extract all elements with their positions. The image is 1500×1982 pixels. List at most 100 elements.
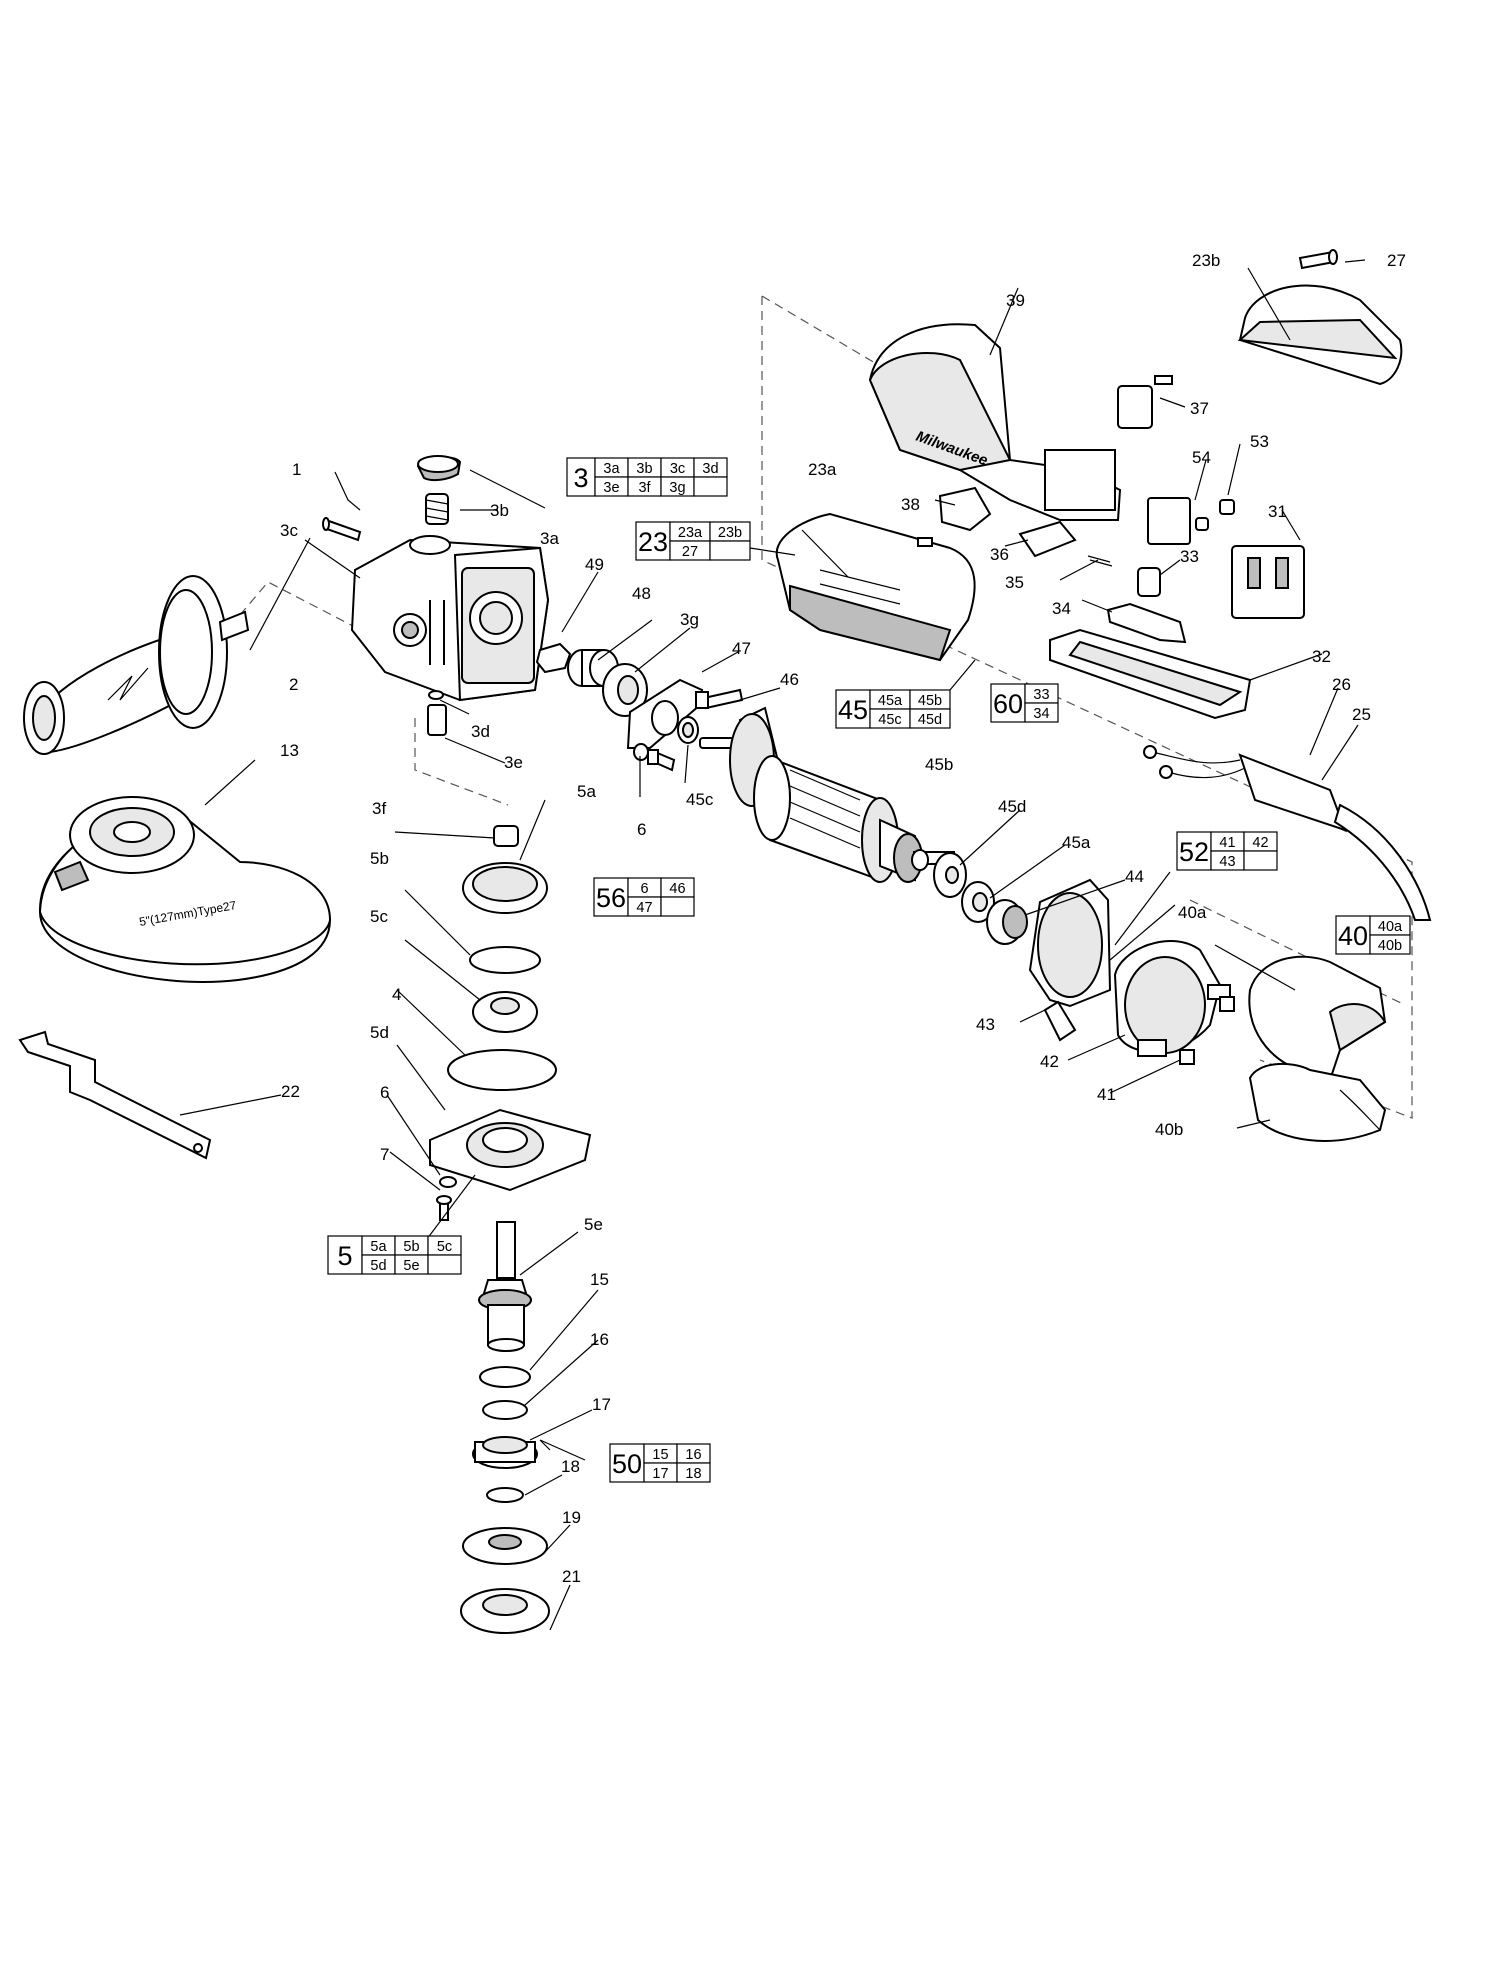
- callout-40b: 40b: [1155, 1120, 1183, 1139]
- kit-cell-label: 5e: [403, 1258, 419, 1274]
- kit-cell-label: 5b: [403, 1239, 419, 1255]
- washer-45c: [677, 716, 699, 744]
- kit-cell: [676, 1462, 711, 1483]
- kit-number: 45: [838, 695, 868, 725]
- callout-1: 1: [292, 460, 301, 479]
- callout-43: 43: [976, 1015, 995, 1034]
- kit-cell-label: 17: [652, 1466, 668, 1482]
- kit-cell-label: 16: [685, 1447, 701, 1463]
- kit-cell-label: 41: [1219, 835, 1235, 851]
- kit-cell: [660, 896, 695, 917]
- kit-cell-label: 23b: [718, 525, 742, 541]
- side-handle-part: [23, 575, 250, 755]
- bracket-38: [917, 486, 992, 547]
- kit-number: 50: [612, 1449, 642, 1479]
- callout-45d: 45d: [998, 797, 1026, 816]
- callout-47: 47: [732, 639, 751, 658]
- switch-37: [1117, 375, 1173, 429]
- kit-box-frame: [835, 689, 871, 729]
- kit-cell: [693, 476, 728, 497]
- bearing-retainer-5a: [462, 862, 548, 914]
- spring-3b: [425, 493, 449, 525]
- switch-bar-32: [1049, 628, 1252, 720]
- callout-40a: 40a: [1178, 903, 1207, 922]
- sleeve-3f: [493, 825, 519, 847]
- lock-36: [1018, 520, 1077, 558]
- callout-3a: 3a: [540, 529, 559, 548]
- kit-cell-label: 23a: [678, 525, 703, 541]
- brush-41: [1179, 996, 1235, 1065]
- callout-19: 19: [562, 1508, 581, 1527]
- kit-cell-label: 45d: [918, 712, 942, 728]
- screw-53: [1195, 499, 1235, 531]
- callout-38: 38: [901, 495, 920, 514]
- screw-27: [1298, 249, 1338, 270]
- callout-21: 21: [562, 1567, 581, 1586]
- motor-housing-39: Milwaukee: [868, 323, 1122, 521]
- kit-cell-label: 3b: [636, 461, 652, 477]
- leader-lines: [179, 259, 1366, 1631]
- ring-16: [482, 1400, 528, 1420]
- kit-cell-label: 3g: [669, 480, 685, 496]
- washer-45d: [933, 852, 967, 898]
- callout-3f: 3f: [372, 799, 386, 818]
- screw-1: [322, 517, 362, 542]
- ring-15: [479, 1366, 531, 1388]
- callout-22: 22: [281, 1082, 300, 1101]
- kit-number: 3: [573, 463, 588, 493]
- kit-cell-label: 3f: [638, 480, 651, 496]
- callout-32: 32: [1312, 647, 1331, 666]
- callout-3g: 3g: [680, 610, 699, 629]
- baffle-43: [1028, 878, 1112, 1042]
- spindle-lock-button-3a: [416, 455, 462, 482]
- callout-36: 36: [990, 545, 1009, 564]
- kit-cell-label: 3d: [702, 461, 718, 477]
- callout-49: 49: [585, 555, 604, 574]
- callout-41: 41: [1097, 1085, 1116, 1104]
- callout-33: 33: [1180, 547, 1199, 566]
- kit-cell-label: 18: [685, 1466, 701, 1482]
- brush-holder-42: [1113, 939, 1231, 1057]
- flange-nut-21: [460, 1588, 550, 1634]
- callout-53: 53: [1250, 432, 1269, 451]
- callout-5c: 5c: [370, 907, 388, 926]
- housing-cover-23a: [775, 512, 976, 662]
- gear-case-part: [350, 535, 550, 702]
- inner-flange-17: [472, 1436, 538, 1469]
- callout-5a: 5a: [577, 782, 596, 801]
- callout-5b: 5b: [370, 849, 389, 868]
- kit-cell: [1369, 934, 1411, 955]
- armature-part: [699, 706, 955, 883]
- callout-25: 25: [1352, 705, 1371, 724]
- callout-17: 17: [592, 1395, 611, 1414]
- callout-54: 54: [1192, 448, 1211, 467]
- spindle-5e: [478, 1221, 532, 1352]
- callout-3e: 3e: [504, 753, 523, 772]
- spring-33: [1137, 567, 1161, 597]
- kit-cell-label: 45c: [878, 712, 901, 728]
- kit-cell-label: 5d: [370, 1258, 386, 1274]
- callout-34: 34: [1052, 599, 1071, 618]
- kit-cell-label: 5a: [370, 1239, 387, 1255]
- callout-45c: 45c: [686, 790, 714, 809]
- lever-34: [1106, 602, 1187, 644]
- callout-4: 4: [392, 985, 401, 1004]
- callout-7: 7: [380, 1145, 389, 1164]
- callout-42: 42: [1040, 1052, 1059, 1071]
- kit-cell: [427, 1254, 462, 1275]
- callout-39: 39: [1006, 291, 1025, 310]
- callout-3d: 3d: [471, 722, 490, 741]
- callout-labels: 1 2 3a 3b 3c 3d 3e 3f 3g 4 5a 5b 5c 5d 5…: [280, 251, 1406, 1586]
- wheel-guard-part: 5"(127mm)Type27: [38, 796, 332, 983]
- kit-number: 40: [1338, 921, 1368, 951]
- o-ring-4: [447, 1049, 557, 1091]
- spanner-wrench-part: [18, 1030, 212, 1160]
- callout-23b: 23b: [1192, 251, 1220, 270]
- kit-cell: [1243, 850, 1278, 871]
- kit-cell-label: 3e: [603, 480, 619, 496]
- washer-6: [439, 1176, 457, 1188]
